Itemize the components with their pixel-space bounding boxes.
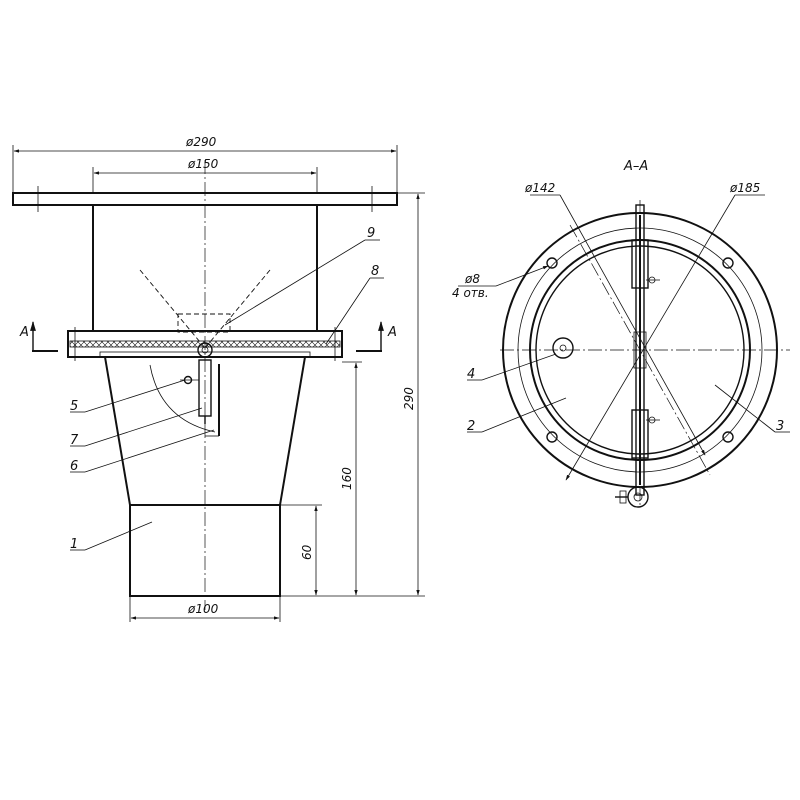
damper-blade-open-left xyxy=(139,269,206,349)
side-view: A A ø290 ø150 ø100 xyxy=(12,135,425,622)
outlet-pipe xyxy=(129,504,281,597)
dim-outlet: ø100 xyxy=(129,596,281,622)
dim-cone-height: 160 xyxy=(340,361,362,596)
damper-axle xyxy=(635,204,645,496)
dim-outlet-text: ø100 xyxy=(187,602,219,616)
inspection-nut xyxy=(552,337,574,359)
callout-3: 3 xyxy=(714,384,790,434)
section-mark-left-label: A xyxy=(19,325,29,340)
callout-6: 6 xyxy=(70,429,215,474)
gasket-hatch xyxy=(69,340,341,348)
dim-outlet-height-text: 60 xyxy=(300,544,314,560)
callout-9: 8 xyxy=(325,264,384,345)
callout-2: 2 xyxy=(467,397,567,434)
handle-knob-inner xyxy=(633,492,643,502)
dim-total-height-text: 290 xyxy=(402,387,416,410)
dim-outer-flange: ø290 xyxy=(12,135,398,193)
cone-right-wall xyxy=(279,356,306,506)
dim-outlet-height: 60 xyxy=(280,504,322,596)
cone-left-wall xyxy=(104,356,131,506)
section-view-title: A–A xyxy=(623,159,648,174)
hinge-lower xyxy=(631,409,649,459)
callout-9-text: 8 xyxy=(371,264,379,279)
dim-inner-ring: ø142 xyxy=(524,181,706,456)
dim-upper-pipe: ø150 xyxy=(92,157,318,193)
top-flange-plate xyxy=(12,192,398,206)
section-view: A–A xyxy=(452,159,790,508)
dim-inner-ring-text: ø142 xyxy=(524,181,555,195)
dim-outer-flange-text: ø290 xyxy=(185,135,217,149)
bolt-hole xyxy=(722,257,734,269)
callout-1-text: 1 xyxy=(70,537,78,552)
bolt-hole xyxy=(546,431,558,443)
handle-knob xyxy=(627,486,649,508)
damper-hub-outline xyxy=(177,313,231,333)
callout-4: 4 xyxy=(467,353,557,382)
handle-grip-end xyxy=(619,490,627,504)
inspection-nut-inner xyxy=(559,344,567,352)
dim-bolt-hole: ø8 4 отв. xyxy=(452,265,549,300)
hinge-upper xyxy=(631,239,649,289)
callout-4-text: 4 xyxy=(467,367,475,382)
damper-blade-open-right xyxy=(204,269,271,349)
bolt-hole xyxy=(722,431,734,443)
callout-6-text: 6 xyxy=(70,459,78,474)
damper-lower-plate xyxy=(99,351,311,358)
dim-outer-ring-text: ø185 xyxy=(729,181,760,195)
callout-8-text: 9 xyxy=(367,226,375,241)
damper-axle-inner xyxy=(201,346,209,354)
callout-5: 5 xyxy=(70,379,186,414)
dim-outer-ring: ø185 xyxy=(565,181,765,481)
callout-3-text: 3 xyxy=(776,419,784,434)
callout-5-text: 5 xyxy=(70,399,78,414)
dim-bolt-hole-count: 4 отв. xyxy=(452,286,489,300)
callout-2-text: 2 xyxy=(467,419,475,434)
callout-7: 7 xyxy=(70,407,203,448)
dim-total-height: 290 xyxy=(280,192,425,597)
callout-7-text: 7 xyxy=(70,433,79,448)
dim-upper-pipe-text: ø150 xyxy=(187,157,219,171)
bolt-hole xyxy=(546,257,558,269)
dim-bolt-hole-text: ø8 xyxy=(464,272,480,286)
dim-cone-height-text: 160 xyxy=(340,467,354,490)
bolt-holes xyxy=(546,257,734,443)
bracket-arc xyxy=(149,364,216,433)
callout-1: 1 xyxy=(70,521,153,552)
section-mark-right-label: A xyxy=(387,325,397,340)
callout-8: 9 xyxy=(224,226,380,326)
